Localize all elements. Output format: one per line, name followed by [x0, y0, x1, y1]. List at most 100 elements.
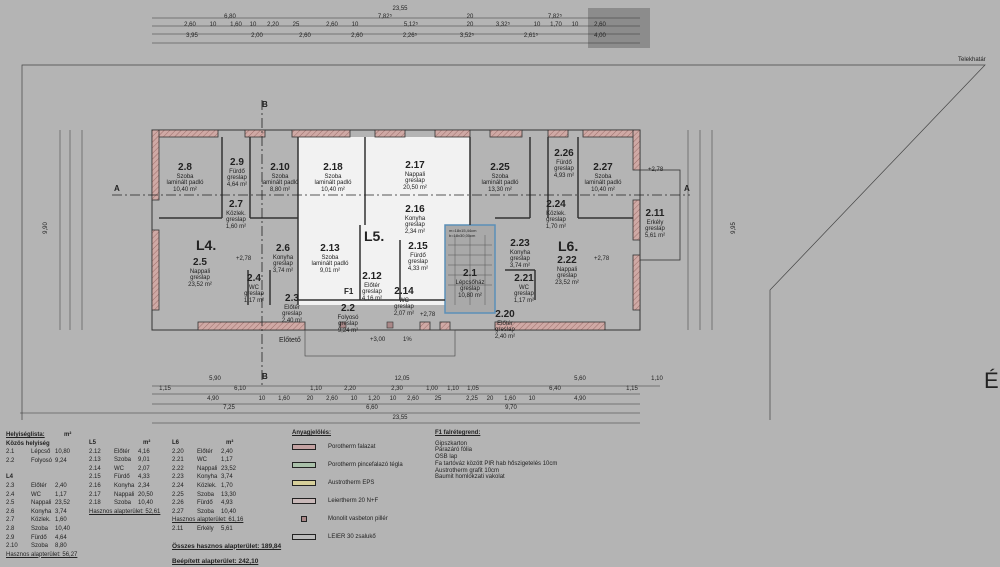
- cell: WC: [114, 465, 124, 472]
- room-area: 2,34 m²: [404, 229, 426, 236]
- interior-walls: [159, 137, 633, 305]
- total-built-area: Beépített alapterület: 242,10: [172, 558, 259, 566]
- dimension-label: 23,55: [392, 6, 408, 12]
- room-name: WC: [519, 284, 529, 291]
- group-total-l4: Hasznos alapterület: 56,27: [6, 551, 78, 558]
- dimension-label: 4,90: [207, 396, 219, 402]
- cell: 2.26: [172, 500, 184, 507]
- room-name: WC: [399, 297, 409, 304]
- cell: Előtér: [197, 448, 213, 455]
- cell: 2.4: [6, 491, 15, 498]
- material-swatch: [292, 444, 316, 450]
- dimension-label: 6,60: [366, 405, 378, 411]
- wall-layer: Párazáró fólia: [435, 447, 473, 454]
- room-area: 1,70 m²: [545, 224, 567, 231]
- cell: 3,74: [55, 508, 67, 515]
- cell: 10,80: [55, 449, 71, 456]
- cell: 2.18: [89, 500, 101, 507]
- room-num: 2.4: [247, 273, 261, 284]
- dimension-label: 1,15: [159, 386, 171, 392]
- cell: Előtér: [114, 448, 130, 455]
- unit-header: m²: [64, 432, 72, 438]
- room-name: Szoba: [321, 254, 339, 261]
- dimension-label: 1,10: [447, 386, 459, 392]
- left-total-dim: 9,90: [42, 222, 49, 234]
- dimension-label: 4,00: [594, 33, 606, 39]
- room-floor: greslap: [495, 327, 515, 334]
- room-floor: laminált padló: [314, 180, 352, 187]
- dimension-label: 10: [350, 396, 358, 402]
- room-num: 2.25: [490, 162, 510, 173]
- site-boundary-label: Telekhatár: [958, 57, 986, 63]
- material-legend-item: Porotherm pincefalazó tégla: [292, 456, 403, 474]
- room-area: 10,40 m²: [321, 187, 345, 194]
- room-floor: greslap: [460, 286, 480, 293]
- total-useful-area: Összes hasznos alapterület: 189,84: [172, 542, 282, 550]
- material-legend-item: LEIER 30 zsalukő: [292, 528, 403, 546]
- dimension-label: 2,61⁵: [523, 33, 539, 39]
- dimension-label: 10: [258, 396, 266, 402]
- dimension-label: 2,60: [326, 396, 338, 402]
- dimension-label: 1,20: [368, 396, 380, 402]
- dimension-label: 2,60: [407, 396, 419, 402]
- room-area: 23,52 m²: [188, 282, 212, 289]
- cell: 2.23: [172, 474, 184, 481]
- canopy-outline: [304, 329, 456, 357]
- room-floor: laminált padló: [584, 180, 622, 187]
- cell: 4,16: [138, 448, 150, 455]
- cell: Konyha: [114, 482, 135, 489]
- room-floor: greslap: [554, 166, 574, 173]
- cell: Előtér: [31, 482, 47, 489]
- dimension-label: 12,05: [394, 376, 410, 382]
- dimension-label: 1,10: [651, 376, 663, 382]
- room-floor: laminált padló: [481, 180, 519, 187]
- cell: 2.9: [6, 534, 15, 541]
- material-label: Porotherm falazat: [328, 444, 376, 450]
- unit-label-l4: L4.: [196, 237, 217, 253]
- cell: Nappali: [114, 491, 135, 498]
- room-area: 2,40 m²: [494, 334, 516, 341]
- dimension-label: 9,70: [505, 405, 517, 411]
- dimension-label: 25: [292, 22, 300, 28]
- cell: 2.3: [6, 482, 15, 489]
- dimension-label: 20: [306, 396, 314, 402]
- dimension-label: 3,95: [186, 33, 198, 39]
- dimension-label: 25: [434, 396, 442, 402]
- room-floor: greslap: [244, 291, 264, 298]
- room-area: 1,17 m²: [513, 298, 535, 305]
- room-floor: greslap: [408, 259, 428, 266]
- room-area: 4,33 m²: [407, 266, 429, 273]
- dimension-label: 2,20: [344, 386, 356, 392]
- dimension-label: 10: [528, 396, 536, 402]
- room-num: 2.2: [341, 303, 355, 314]
- room-name: Lépcsőház: [455, 279, 485, 286]
- cell: Szoba: [114, 500, 132, 507]
- cell: Lépcső: [31, 449, 51, 456]
- room-num: 2.7: [229, 199, 243, 210]
- dimension-label: 2,20: [267, 22, 279, 28]
- room-area: 10,40 m²: [591, 187, 615, 194]
- site-boundary: [21, 64, 986, 420]
- dimension-label: 2,60: [299, 33, 311, 39]
- room-floor: greslap: [190, 275, 210, 282]
- room-num: 2.22: [557, 255, 577, 266]
- room-name: Szoba: [271, 173, 289, 180]
- level-mark: +2,78: [648, 167, 664, 173]
- room-floor: greslap: [282, 311, 302, 318]
